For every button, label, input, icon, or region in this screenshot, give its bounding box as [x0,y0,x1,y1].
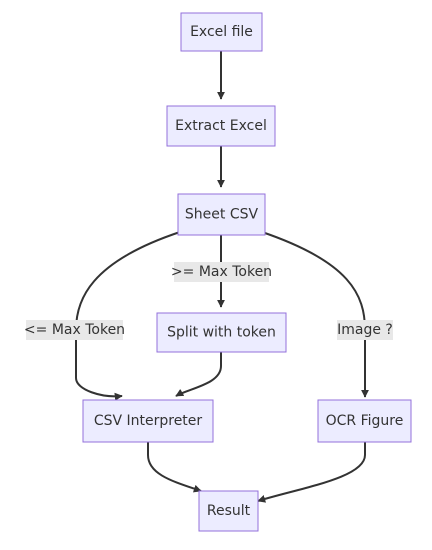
node-label: CSV Interpreter [94,413,203,429]
node-label: Extract Excel [175,118,267,134]
node-sheet-csv[interactable]: Sheet CSV [177,193,266,236]
edge-label-ge-max-token: >= Max Token [171,262,272,282]
edge-label-text: >= Max Token [171,264,272,280]
edge-split-to-interpreter [175,352,222,397]
node-extract-excel[interactable]: Extract Excel [166,105,276,147]
edge-label-le-max-token: <= Max Token [24,320,125,340]
node-csv-interpreter[interactable]: CSV Interpreter [82,399,214,443]
node-label: OCR Figure [326,413,404,429]
edge-interpreter-to-result [147,442,202,493]
node-label: Sheet CSV [185,207,259,223]
node-label: Excel file [190,24,253,40]
edge-label-image: Image ? [337,320,393,340]
node-result[interactable]: Result [198,490,259,532]
node-split-with-token[interactable]: Split with token [156,312,287,353]
node-label: Result [207,503,251,519]
node-label: Split with token [167,325,276,341]
edge-ocr-to-result [257,442,366,503]
node-excel-file[interactable]: Excel file [180,12,263,52]
edge-label-text: Image ? [337,322,393,338]
edge-label-text: <= Max Token [24,322,125,338]
node-ocr-figure[interactable]: OCR Figure [317,399,412,443]
